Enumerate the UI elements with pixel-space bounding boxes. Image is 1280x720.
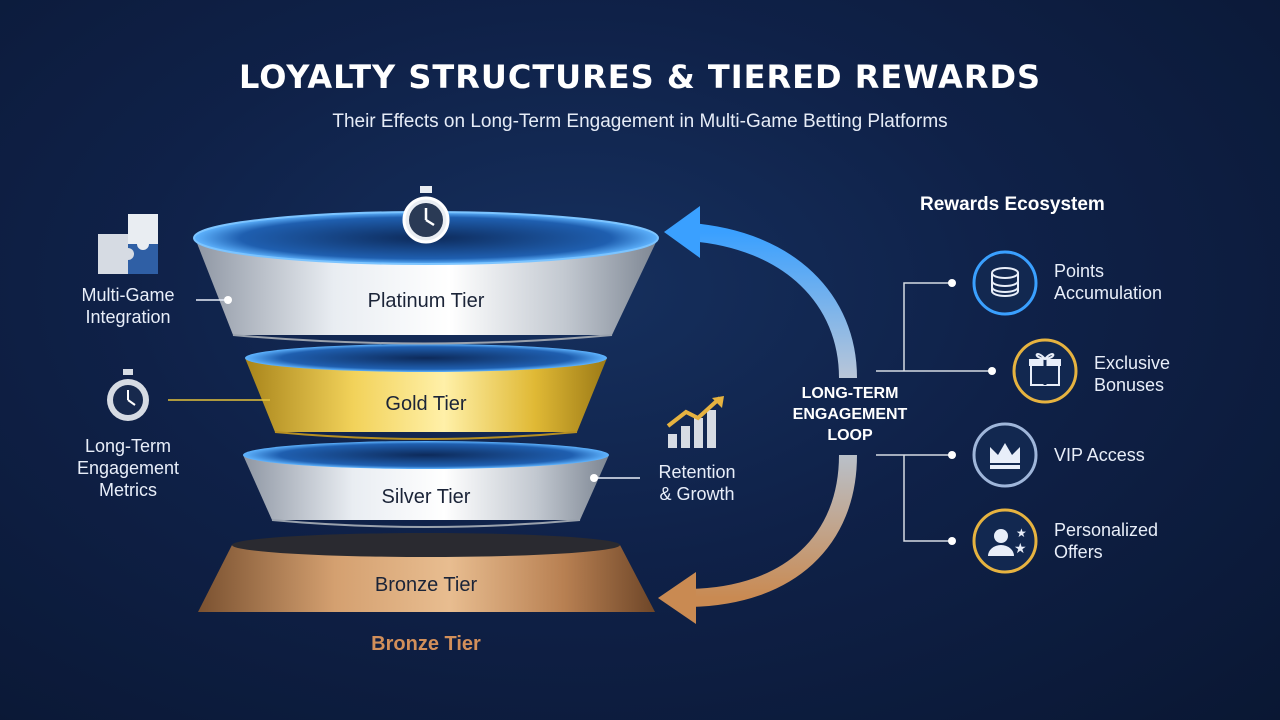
ecosystem-item-line: VIP Access — [1054, 445, 1145, 465]
crown-icon — [972, 422, 1038, 488]
growth-chart-icon — [666, 396, 724, 448]
ecosystem-item-line: Bonuses — [1094, 375, 1165, 395]
integration-connector — [196, 296, 232, 304]
svg-text:★: ★ — [1016, 526, 1027, 540]
ecosystem-item-line: Personalized — [1054, 520, 1159, 540]
bronze-tier-band — [198, 533, 655, 612]
ecosystem-title: Rewards Ecosystem — [920, 194, 1105, 215]
svg-text:★: ★ — [1014, 541, 1027, 557]
ecosystem-item-bonuses: Exclusive Bonuses — [1094, 352, 1170, 396]
metrics-label-line: Engagement — [76, 458, 180, 478]
page-title: LOYALTY STRUCTURES & TIERED REWARDS — [238, 58, 1042, 96]
bronze-tier-label: Bronze Tier — [374, 574, 478, 596]
retention-label-line: Retention — [658, 462, 736, 482]
ecosystem-item-line: Points — [1054, 261, 1105, 281]
retention-label-line: & Growth — [659, 484, 735, 504]
metrics-label: Long-Term Engagement Metrics — [48, 435, 208, 501]
gold-tier-band — [245, 344, 607, 440]
integration-label-line: Integration — [85, 307, 171, 327]
silver-tier-band — [243, 441, 609, 528]
loop-label-line: ENGAGEMENT — [792, 406, 908, 423]
coins-icon — [972, 250, 1038, 316]
retention-connector — [590, 474, 640, 482]
loop-label-line: LONG-TERM — [801, 385, 899, 402]
ecosystem-item-offers: Personalized Offers — [1054, 519, 1158, 563]
metrics-stopwatch-icon — [107, 369, 149, 421]
page-subtitle: Their Effects on Long-Term Engagement in… — [332, 111, 948, 132]
stopwatch-icon — [402, 186, 450, 244]
platinum-tier-label: Platinum Tier — [367, 290, 485, 312]
ecosystem-item-line: Offers — [1054, 542, 1103, 562]
gold-tier-label: Gold Tier — [385, 393, 467, 415]
bronze-tier-caption: Bronze Tier — [371, 633, 481, 655]
ecosystem-item-vip: VIP Access — [1054, 444, 1145, 466]
user-star-icon: ★ ★ — [972, 508, 1038, 574]
integration-label: Multi-Game Integration — [48, 284, 208, 328]
ecosystem-item-line: Exclusive — [1094, 353, 1171, 373]
ecosystem-connector-dots — [948, 279, 996, 545]
ecosystem-item-line: Accumulation — [1054, 283, 1163, 303]
puzzle-icon — [98, 214, 158, 274]
silver-tier-label: Silver Tier — [381, 486, 471, 508]
engagement-loop-label: LONG-TERM ENGAGEMENT LOOP — [768, 383, 932, 446]
loop-arrow-up — [664, 206, 857, 379]
ecosystem-connectors — [876, 282, 990, 542]
gift-icon — [1012, 338, 1078, 404]
integration-label-line: Multi-Game — [81, 285, 175, 305]
ecosystem-item-points: Points Accumulation — [1054, 260, 1162, 304]
metrics-label-line: Metrics — [99, 480, 157, 500]
loop-arrow-down — [658, 454, 857, 624]
metrics-label-line: Long-Term — [84, 436, 172, 456]
retention-label: Retention & Growth — [640, 461, 754, 505]
loop-label-line: LOOP — [827, 427, 873, 444]
